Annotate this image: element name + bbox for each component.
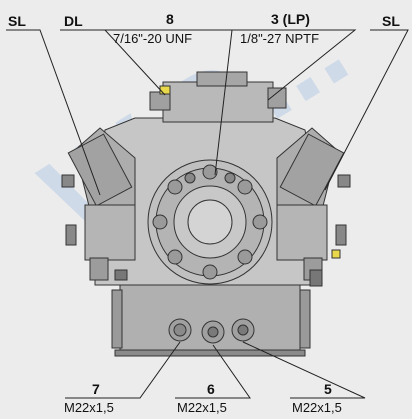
right-valve-assembly <box>276 127 351 287</box>
label-port-8-spec: 7/16"-20 UNF <box>113 31 193 46</box>
base-feet <box>114 349 306 357</box>
label-port-5: 5 <box>324 381 332 397</box>
label-dl: DL <box>64 13 83 29</box>
label-port-6-spec: M22x1,5 <box>177 400 227 415</box>
base-block <box>119 284 301 356</box>
label-port-6: 6 <box>207 381 215 397</box>
label-port-3-spec: 1/8"-27 NPTF <box>240 31 320 46</box>
label-port-5-spec: M22x1,5 <box>292 400 342 415</box>
leader-7 <box>65 341 181 399</box>
leader-sl-right <box>324 29 409 191</box>
label-sl-left: SL <box>8 13 26 29</box>
label-port-7-spec: M22x1,5 <box>64 400 114 415</box>
leader-6 <box>175 344 251 399</box>
central-flange <box>147 159 273 285</box>
label-port-3: 3 (LP) <box>271 11 310 27</box>
label-port-8: 8 <box>166 11 174 27</box>
label-port-7: 7 <box>92 381 100 397</box>
top-block <box>162 81 274 123</box>
leader-5 <box>242 341 366 399</box>
label-sl-right: SL <box>382 13 400 29</box>
leader-sl-left <box>6 29 101 196</box>
left-valve-assembly <box>61 127 136 281</box>
leader-3 <box>232 29 357 101</box>
